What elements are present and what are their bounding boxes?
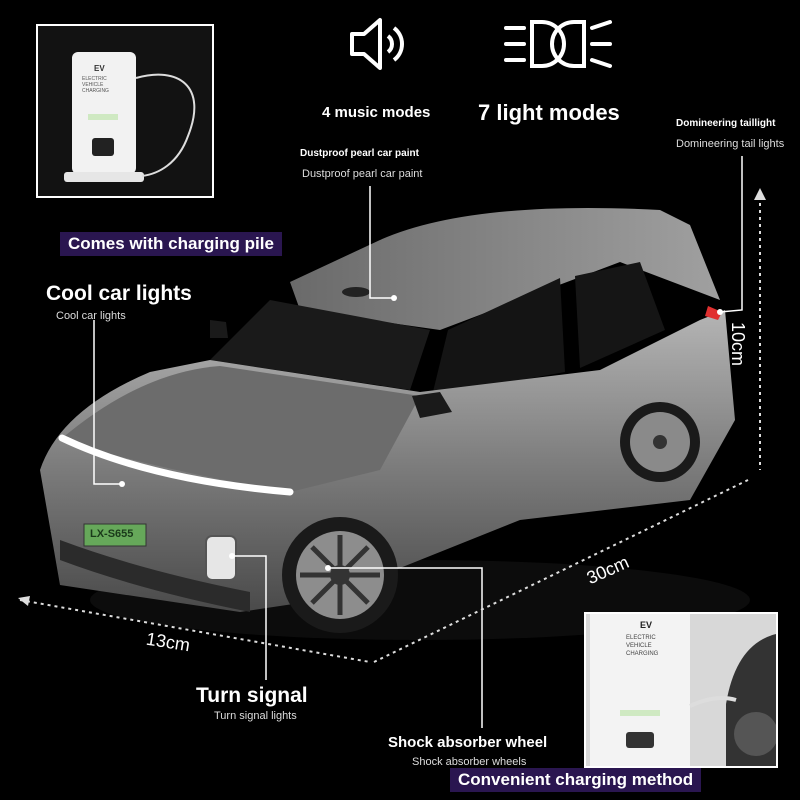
charging-pile-image [38, 26, 212, 196]
wheel-sub: Shock absorber wheels [412, 756, 527, 768]
wheel-title: Shock absorber wheel [388, 734, 548, 751]
car-lights-sub: Cool car lights [56, 310, 126, 322]
paint-sub: Dustproof pearl car paint [302, 168, 423, 180]
license-plate: LX-S655 [90, 528, 134, 540]
charging-method-image [586, 614, 778, 766]
turn-signal-sub: Turn signal lights [214, 710, 297, 722]
charger-ev-label: EV [94, 64, 105, 73]
charging-method-inset: EV ELECTRIC VEHICLE CHARGING [584, 612, 778, 768]
charging-pile-inset: EV ELECTRIC VEHICLE CHARGING [36, 24, 214, 198]
charging-method-caption: Convenient charging method [450, 768, 702, 792]
turn-signal-title: Turn signal [196, 684, 308, 707]
charger-sub-label-2: ELECTRIC VEHICLE CHARGING [626, 635, 659, 657]
taillight-sub: Domineering tail lights [676, 138, 785, 150]
car-lights-title: Cool car lights [46, 282, 192, 305]
dimension-height: 10cm [728, 322, 748, 367]
taillight-title: Domineering taillight [676, 118, 776, 129]
speaker-icon [350, 18, 404, 70]
music-modes-label: 4 music modes [322, 104, 431, 121]
light-modes-label: 7 light modes [478, 100, 620, 125]
paint-title: Dustproof pearl car paint [300, 148, 419, 159]
charger-sub-label: ELECTRIC VEHICLE CHARGING [82, 76, 109, 94]
charging-pile-caption: Comes with charging pile [60, 232, 282, 256]
charger-ev-label-2: EV [640, 620, 653, 630]
headlight-icon [504, 20, 612, 68]
